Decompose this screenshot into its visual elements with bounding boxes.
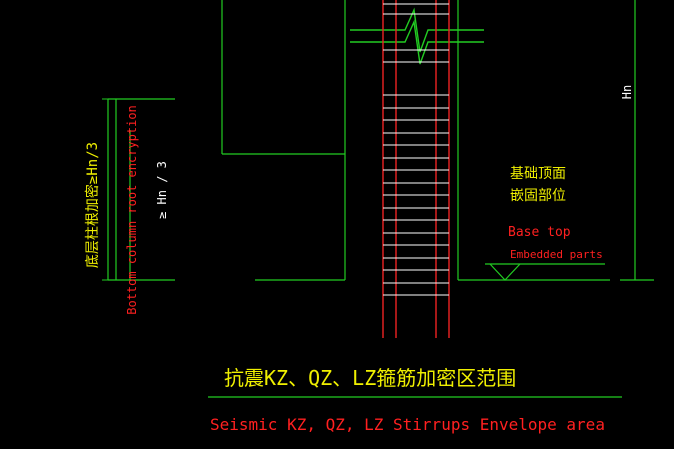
bottom-encrypt-en: Bottom column root encryption bbox=[125, 105, 139, 315]
bottom-encrypt-cn: 底层柱根加密≥Hn/3 bbox=[84, 142, 101, 268]
stirrup-group bbox=[383, 3, 449, 296]
height-hn-label: Hn bbox=[620, 85, 634, 99]
embedded-en: Embedded parts bbox=[510, 248, 603, 261]
hn-third-label: ≥ Hn / 3 bbox=[155, 161, 169, 219]
base-top-en: Base top bbox=[508, 225, 571, 240]
elevation-triangle-icon bbox=[489, 263, 521, 281]
base-top-cn-line2: 嵌固部位 bbox=[510, 188, 566, 204]
column-outline bbox=[382, 0, 450, 338]
title-en: Seismic KZ, QZ, LZ Stirrups Envelope are… bbox=[210, 415, 605, 434]
base-top-cn-line1: 基础顶面 bbox=[510, 165, 566, 182]
title-cn: 抗震KZ、QZ、LZ箍筋加密区范围 bbox=[224, 366, 516, 390]
dimension-ticks bbox=[102, 98, 641, 281]
